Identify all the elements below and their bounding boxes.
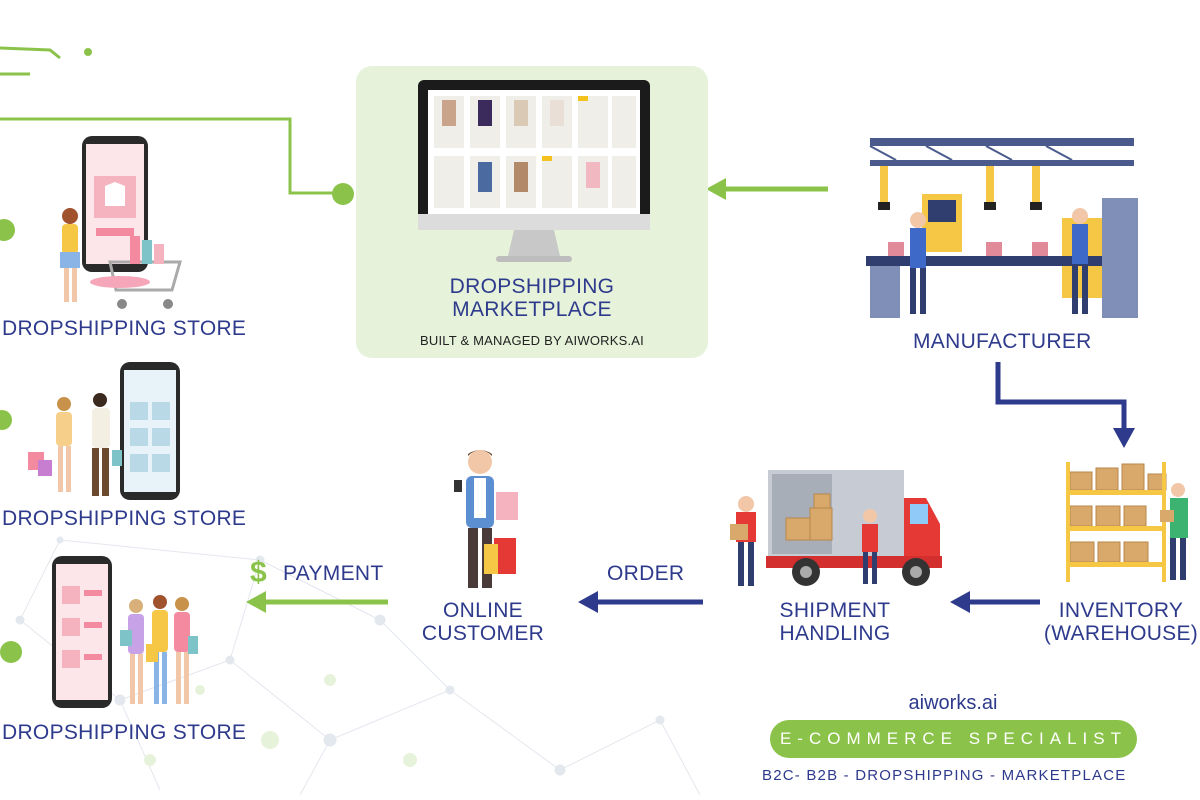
- customer-label-line1: ONLINE: [443, 599, 523, 622]
- monitor-illustration: [418, 80, 650, 262]
- store-label-3: DROPSHIPPING STORE: [2, 721, 247, 744]
- payment-label: PAYMENT: [283, 562, 384, 585]
- manufacturer-label: MANUFACTURER: [913, 330, 1092, 353]
- shipment-label: SHIPMENT HANDLING: [760, 599, 910, 645]
- shipment-truck-illustration: [730, 470, 942, 586]
- brand-tagline: B2C- B2B - DROPSHIPPING - MARKETPLACE: [762, 767, 1127, 784]
- store-illustration-couple-phone: [28, 362, 180, 500]
- warehouse-label-line2: (WAREHOUSE): [1043, 622, 1199, 645]
- brand-site: aiworks.ai: [908, 692, 998, 714]
- shipment-label-line2: HANDLING: [779, 622, 891, 645]
- dollar-icon: $: [250, 556, 267, 589]
- store-dot-1: [0, 219, 15, 241]
- store-dot-2: [0, 410, 12, 430]
- customer-label-line2: CUSTOMER: [421, 622, 545, 645]
- manufacturer-illustration: [866, 138, 1138, 318]
- shipment-label-line1: SHIPMENT: [779, 599, 891, 622]
- order-label: ORDER: [607, 562, 685, 585]
- customer-label: ONLINE CUSTOMER: [410, 599, 556, 645]
- store-label-2: DROPSHIPPING STORE: [2, 507, 247, 530]
- store-dot-3: [0, 641, 22, 663]
- marketplace-subtitle: BUILT & MANAGED BY AIWORKS.AI: [420, 333, 644, 348]
- store-label-1: DROPSHIPPING STORE: [2, 317, 247, 340]
- marketplace-title-line2: MARKETPLACE: [452, 298, 612, 321]
- store-illustration-shoppers: [52, 556, 198, 708]
- store-illustration-phone-cart: [60, 136, 182, 309]
- brand-badge: E-COMMERCE SPECIALIST: [770, 720, 1137, 758]
- warehouse-illustration: [1066, 462, 1188, 582]
- warehouse-label: INVENTORY (WAREHOUSE): [1036, 599, 1200, 645]
- marketplace-title-line1: DROPSHIPPING: [449, 275, 615, 298]
- online-customer-illustration: [454, 450, 518, 588]
- warehouse-label-line1: INVENTORY: [1058, 599, 1184, 622]
- marketplace-title: DROPSHIPPING MARKETPLACE: [356, 275, 708, 321]
